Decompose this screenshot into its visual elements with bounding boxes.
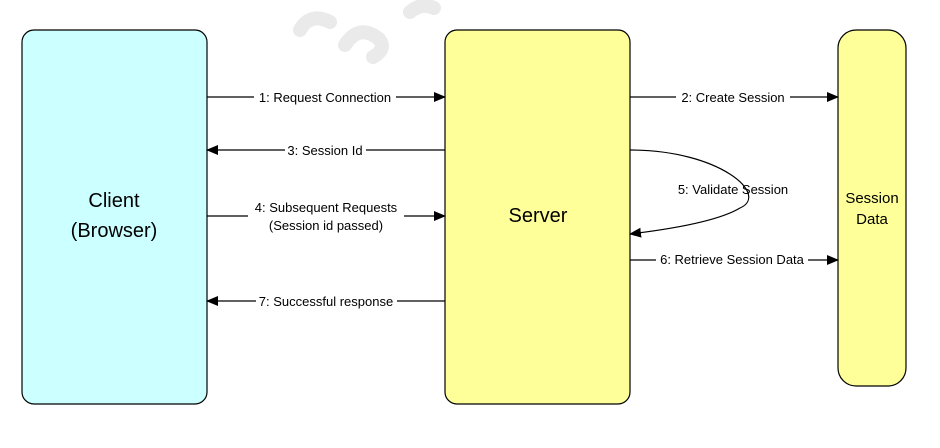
client-title: Client — [88, 190, 140, 212]
message-5-label: 5: Validate Session — [678, 182, 788, 197]
message-6-label: 6: Retrieve Session Data — [660, 252, 805, 267]
server-title: Server — [509, 205, 568, 227]
client-box — [21, 29, 208, 405]
message-5-arrow — [629, 149, 750, 238]
message-7-label: 7: Successful response — [259, 294, 393, 309]
message-2-label: 2: Create Session — [681, 90, 784, 105]
message-4-sublabel: (Session id passed) — [269, 218, 383, 233]
message-1-label: 1: Request Connection — [259, 90, 391, 105]
session-data-box — [837, 29, 907, 387]
client-subtitle: (Browser) — [71, 220, 158, 242]
message-3-label: 3: Session Id — [287, 143, 362, 158]
watermark — [293, 0, 441, 64]
message-4-label: 4: Subsequent Requests — [255, 200, 398, 215]
session-data-title: Session — [845, 190, 898, 207]
session-data-subtitle: Data — [856, 211, 888, 228]
